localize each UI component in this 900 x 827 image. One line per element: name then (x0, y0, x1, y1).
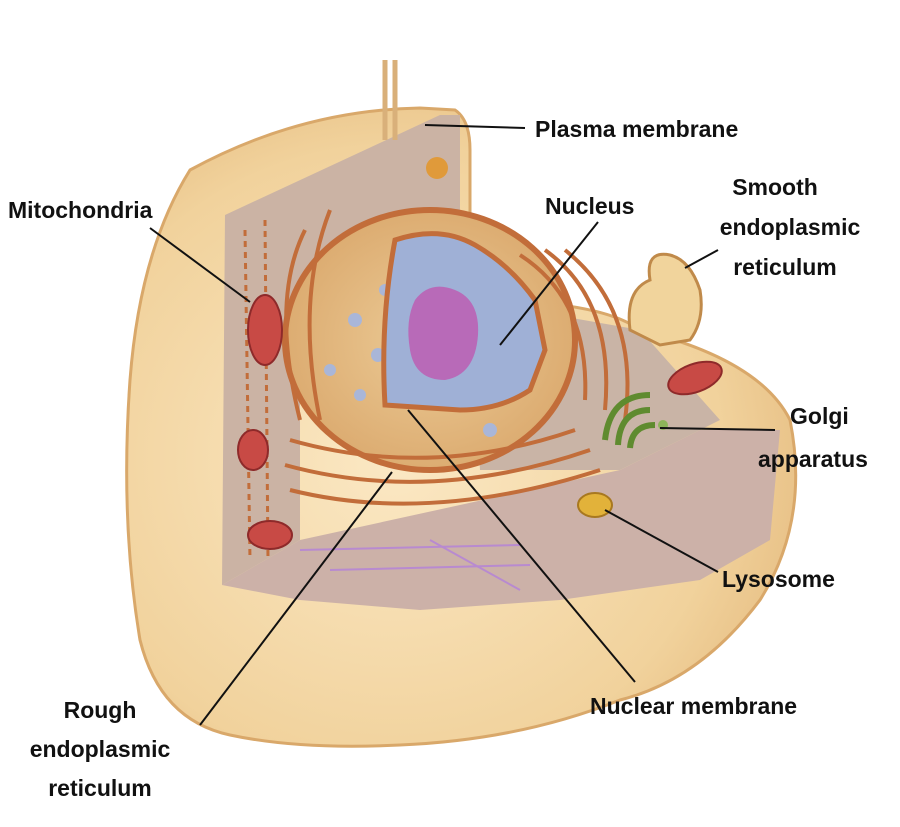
label-nucleus: Nucleus (545, 193, 634, 219)
label-golgi-2: apparatus (758, 446, 868, 472)
rough-er (284, 209, 630, 506)
cytoskeleton (299, 539, 531, 591)
leader-smooth-er (684, 249, 719, 269)
label-golgi-1: Golgi (790, 403, 849, 429)
label-smooth-er-2: endoplasmic (720, 214, 861, 240)
smooth-er (627, 252, 703, 347)
membrane-dots (243, 219, 270, 561)
label-rough-er-3: reticulum (48, 775, 152, 801)
golgi-apparatus (602, 392, 656, 449)
leader-rough-er (199, 471, 393, 726)
leader-nucleus (499, 221, 599, 346)
nuclear-pores (324, 284, 497, 437)
nucleolus (408, 286, 479, 380)
label-smooth-er-3: reticulum (733, 254, 837, 280)
label-rough-er-1: Rough (64, 697, 137, 723)
leader-golgi (659, 427, 776, 431)
leader-lysosome (604, 509, 719, 573)
vesicle (426, 157, 448, 179)
label-nuclear-membrane: Nuclear membrane (590, 693, 797, 719)
leader-lines (149, 124, 776, 726)
label-smooth-er-1: Smooth (732, 174, 818, 200)
mitochondria-group (237, 294, 723, 550)
label-mitochondria: Mitochondria (8, 197, 153, 223)
cilia (382, 60, 398, 140)
leader-mitochondria (149, 227, 251, 303)
leader-plasma-membrane (424, 124, 526, 129)
label-lysosome: Lysosome (722, 566, 835, 592)
label-rough-er-2: endoplasmic (30, 736, 171, 762)
leader-nuclear-membrane (407, 409, 636, 683)
lysosome (577, 492, 613, 518)
label-plasma-membrane: Plasma membrane (535, 116, 738, 142)
